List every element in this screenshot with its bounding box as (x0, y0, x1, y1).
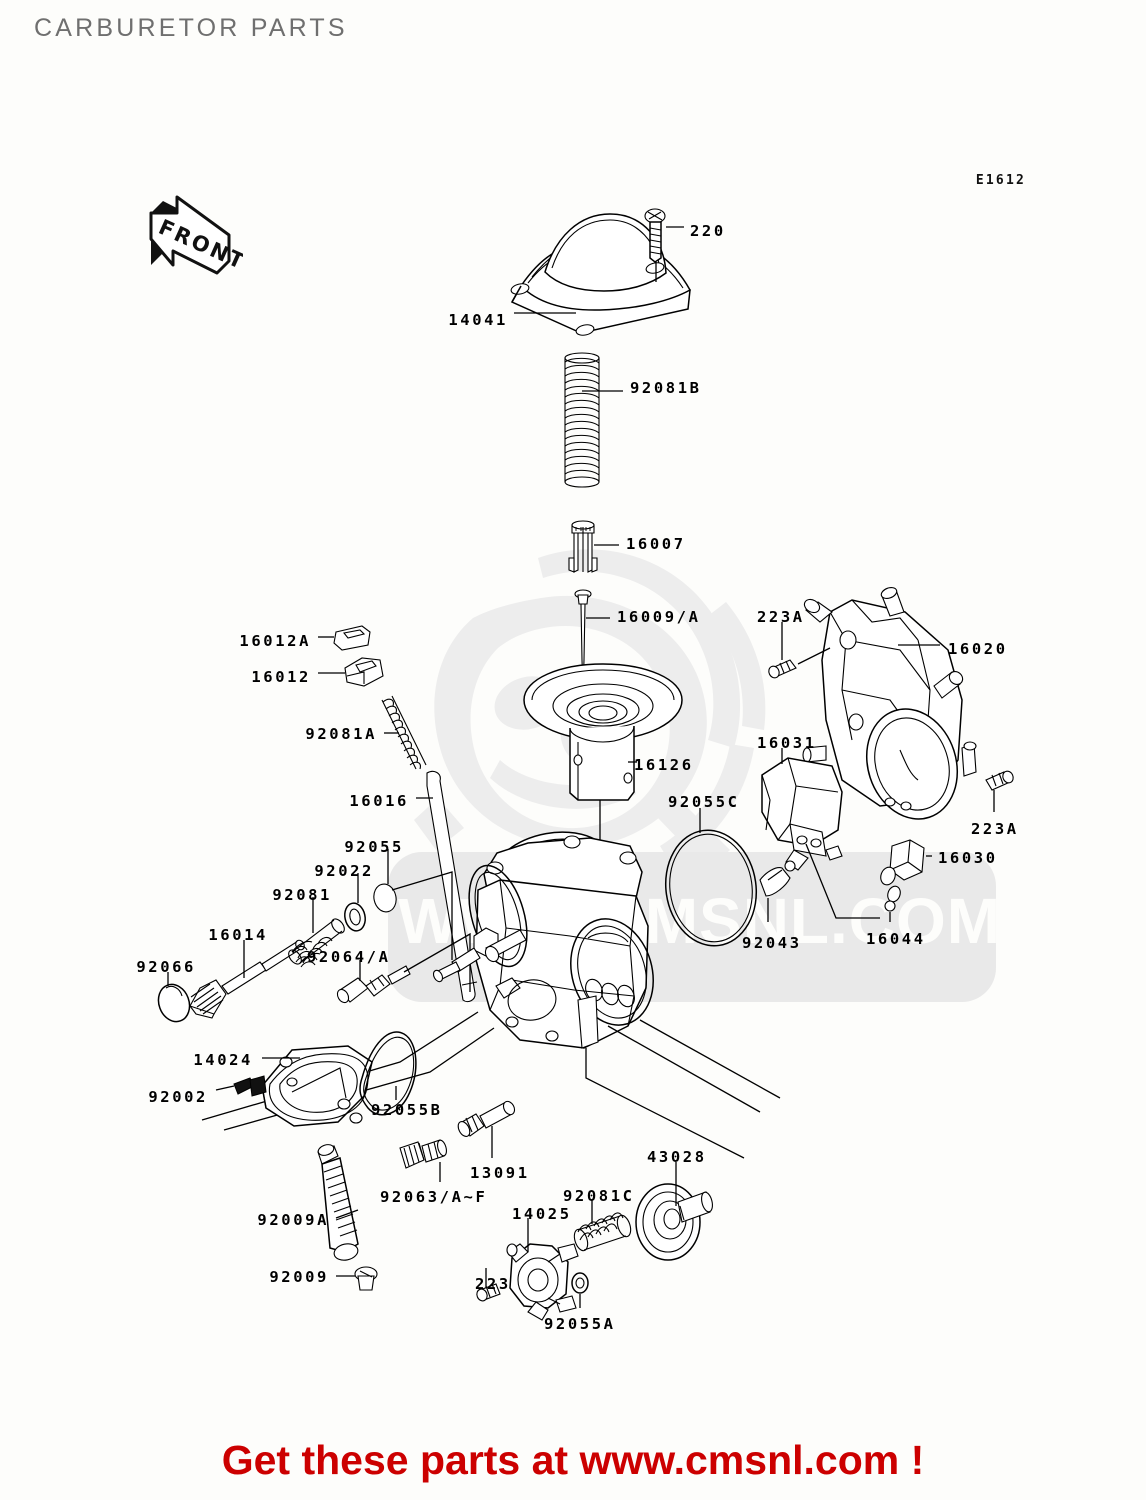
part-number-16020: 16020 (948, 640, 1008, 658)
part-number-223A-bot: 223A (971, 820, 1019, 838)
part-92081C-spring (573, 1212, 632, 1252)
part-number-92055A: 92055A (544, 1315, 616, 1333)
part-number-223-bot: 223 (475, 1275, 511, 1293)
part-92043-pin (759, 867, 791, 897)
leader-body-to-43028b (607, 1025, 761, 1113)
part-92009A-screw (317, 1144, 359, 1261)
part-92066-plug (157, 983, 191, 1023)
part-14025-valve-body (506, 1243, 579, 1321)
part-number-16126: 16126 (634, 756, 694, 774)
part-number-92055B: 92055B (371, 1101, 443, 1119)
part-16012-clip (344, 657, 384, 687)
part-13091-holder (457, 1100, 516, 1137)
part-number-92081C: 92081C (563, 1187, 635, 1205)
part-16020-assembly (802, 587, 977, 820)
part-number-14024: 14024 (193, 1051, 253, 1069)
leader-223A-top2 (797, 647, 831, 665)
part-number-16044: 16044 (866, 930, 926, 948)
leader-92009A (335, 1209, 359, 1219)
part-number-43028: 43028 (647, 1148, 707, 1166)
part-92055-oring-small (373, 883, 397, 913)
part-92081B-spring (564, 352, 600, 488)
part-220-screw (644, 208, 666, 263)
part-223A-screw-bottom (985, 770, 1014, 791)
leader-body-to-43028 (585, 1048, 745, 1159)
leader-body-right (639, 1019, 781, 1099)
page-title: CARBURETOR PARTS (34, 14, 348, 42)
part-92063AF-main-jet (399, 1139, 447, 1169)
part-number-92063AF: 92063/A~F (380, 1188, 488, 1206)
part-92055A-oring (571, 1272, 589, 1294)
part-number-14041: 14041 (448, 311, 508, 329)
part-number-16016: 16016 (349, 792, 409, 810)
part-number-16007: 16007 (626, 535, 686, 553)
part-92055C-oring (664, 829, 758, 947)
part-92002-bolt (233, 1075, 267, 1097)
part-number-223A-top: 223A (757, 608, 805, 626)
leader-92064A-body (403, 932, 471, 992)
part-223A-screw-top (768, 659, 797, 679)
part-number-92009: 92009 (269, 1268, 329, 1286)
part-14041-top-cover (510, 213, 692, 336)
leader-92055-body (391, 871, 453, 960)
part-223-screw (476, 1283, 501, 1302)
part-number-92055C: 92055C (668, 793, 740, 811)
part-92009-screw (354, 1266, 378, 1291)
part-main-carburetor-body (432, 831, 654, 1049)
part-16126-vacuum-piston (523, 663, 683, 801)
part-number-16031: 16031 (757, 734, 817, 752)
part-number-92002: 92002 (148, 1088, 208, 1106)
part-92064A-jet (336, 965, 411, 1004)
part-number-92064A: 92064/A (307, 948, 391, 966)
part-number-92081: 92081 (272, 886, 332, 904)
part-number-16012: 16012 (251, 668, 311, 686)
part-16014-pilot-screw (189, 939, 305, 1019)
sheet-code: E1612 (975, 173, 1026, 188)
part-number-92081B: 92081B (630, 379, 702, 397)
part-92022-washer (344, 902, 366, 932)
part-number-92066: 92066 (136, 958, 196, 976)
part-92081-spring-small (288, 918, 345, 968)
part-number-92043: 92043 (742, 934, 802, 952)
leader-92002 (215, 1085, 235, 1091)
leader-16044-from-float (805, 843, 880, 919)
part-43028-diaphragm (635, 1183, 713, 1261)
part-number-13091: 13091 (470, 1164, 530, 1182)
part-number-16014: 16014 (208, 926, 268, 944)
part-16031-float (761, 757, 843, 872)
part-number-220: 220 (690, 222, 726, 240)
part-14024-chamber-cover (261, 1045, 373, 1127)
part-number-16030: 16030 (938, 849, 998, 867)
part-16044-needle-valve (880, 866, 901, 912)
part-16007-holder (568, 520, 598, 573)
front-arrow-icon: FRONT (149, 195, 243, 275)
part-number-16012A: 16012A (239, 632, 311, 650)
exploded-parts-drawing: .ln{fill:none;stroke:#000;stroke-width:1… (157, 208, 1014, 1321)
part-number-14025: 14025 (512, 1205, 572, 1223)
part-number-16009A: 16009/A (617, 608, 701, 626)
part-16012A-clip (333, 625, 371, 651)
part-92055B-gasket (359, 1031, 417, 1116)
part-number-92022: 92022 (314, 862, 374, 880)
part-number-92009A: 92009A (257, 1211, 329, 1229)
footer-cta: Get these parts at www.cmsnl.com ! (221, 1437, 925, 1483)
part-92081A-spring (381, 695, 427, 770)
part-number-92081A: 92081A (305, 725, 377, 743)
part-number-92055: 92055 (344, 838, 404, 856)
